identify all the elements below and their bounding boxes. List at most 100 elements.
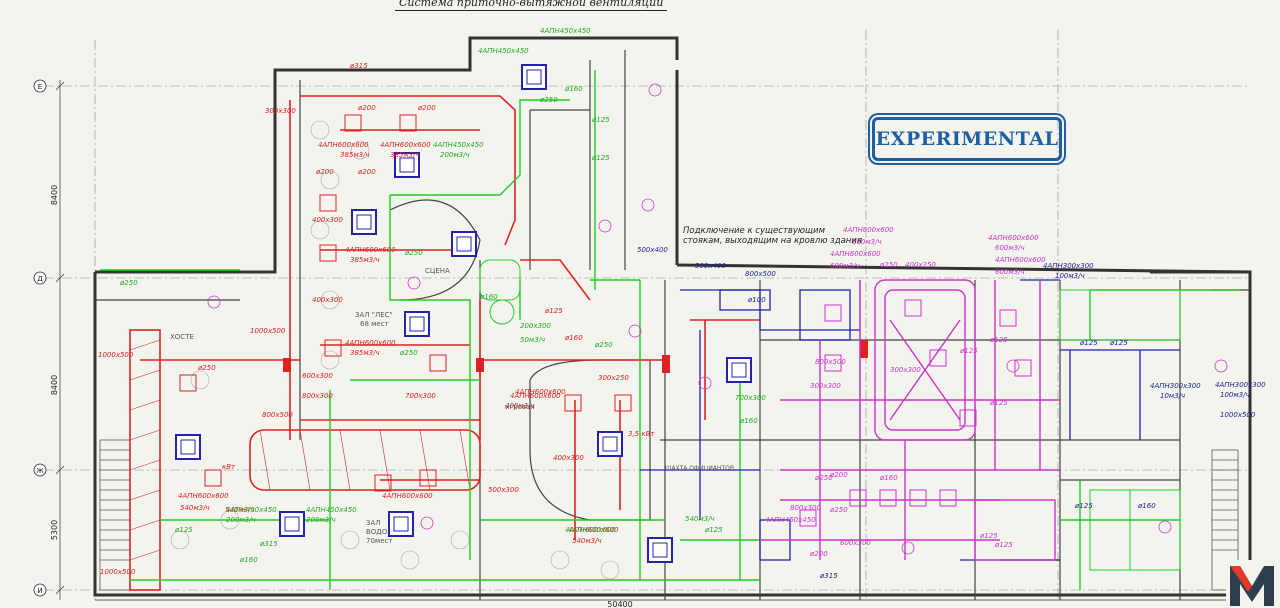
red-annotation-label: 385м3/ч [390,151,420,159]
left-dimension-line [55,80,65,600]
green-annotation-label: 4АПН450x450 [433,141,484,149]
magenta-annotation-label: 4АПН600x600 [843,226,894,234]
blue-annotation-label: ø160 [1137,502,1156,510]
magenta-annotation-label: 4АПН600x600 [995,256,1046,264]
red-annotation-label: 300x300 [265,107,296,115]
room-seats-hall2: 70мест [366,537,392,545]
brand-logo [1226,560,1278,608]
red-annotation-label: 1000x500 [250,327,286,335]
red-annotation-label: 400x300 [312,296,343,304]
room-tags [207,83,1228,555]
red-annotation-label: 3,5 кВт [628,430,655,438]
blue-annotation-label: 500x400 [695,262,726,270]
red-annotation-label: ø250 [197,364,216,372]
magenta-ducts [760,279,1060,561]
green-annotation-label: 4АПН450x450 [226,506,277,514]
red-annotation-label: 1000x500 [100,568,136,576]
magenta-annotation-label: 4АПН600x600 [988,234,1039,242]
red-annotation-label: 4АПН600x600 [515,388,566,396]
green-annotation-label: ø125 [174,526,193,534]
red-annotation-label: 540м3/ч [572,537,602,545]
blue-annotation-label: ø100 [747,296,766,304]
green-annotation-label: 200м3/ч [226,516,256,524]
blue-annotation-label: 10м3/ч [1160,392,1185,400]
furniture [170,120,620,580]
blue-grilles [175,64,752,563]
room-name-hoste: ХОСТЕ [170,333,194,341]
green-annotation-label: ø250 [399,349,418,357]
connection-note-line: стоякам, выходящим на кровлю здания [683,236,862,246]
blue-annotation-label: 4АПН300x300 [1150,382,1201,390]
blue-annotation-label: 100м3/ч [1055,272,1085,280]
red-annotation-label: ø160 [564,334,583,342]
magenta-annotation-label: ø200 [809,550,828,558]
green-annotation-label: 4АПН450x450 [540,27,591,35]
magenta-annotation-label: 800x500 [815,358,846,366]
blue-annotation-label: 4АПН300x300 [1043,262,1094,270]
grid-bubbles [33,79,47,597]
green-exhaust-ducts [100,70,1240,590]
green-annotation-label: ø160 [564,85,583,93]
red-annotation-label: 700x300 [405,392,436,400]
room-name-hall2: ЗАЛ [366,519,381,527]
green-annotation-label: ø315 [259,540,278,548]
magenta-annotation-label: ø125 [959,347,978,355]
drawing-title: Система приточно-вытяжной вентиляции [395,0,668,11]
magenta-annotation-label: 800x300 [790,504,821,512]
green-annotation-label: ø250 [539,96,558,104]
red-annotation-label: 385м3/ч [350,349,380,357]
blue-annotation-label: 1000x500 [1220,411,1256,419]
red-annotation-label: 4АПН600x600 [382,492,433,500]
green-annotation-label: 200x300 [520,322,551,330]
room-seats-hall: 68 мест [360,320,389,328]
magenta-annotation-label: ø250 [829,506,848,514]
red-annotation-label: 400м3/ч [505,402,535,410]
room-name-shaft: ШАХТА ОФИЦИАНТОВ [665,465,734,472]
green-annotation-label: 50м3/ч [520,336,545,344]
red-annotation-label: 1000x500 [98,351,134,359]
green-annotation-label: ø250 [594,341,613,349]
grid-row-label: Д [37,275,43,283]
blue-ducts [640,279,1180,561]
blue-annotation-label: ø125 [1074,502,1093,510]
room-name-hall2-sub: ВОДО [366,528,388,536]
red-annotation-label: 385м3/ч [340,151,370,159]
row-spacing-label: 5300 [50,520,59,540]
grid-lines [44,30,1250,600]
red-annotation-label: ø200 [417,104,436,112]
magenta-annotation-label: 300x300 [890,366,921,374]
green-annotation-label: 4АПН450x450 [306,506,357,514]
experimental-stamp: EXPERIMENTAL [872,117,1062,161]
green-annotation-label: 200м3/ч [440,151,470,159]
red-annotation-label: 4АПН600x600 [178,492,229,500]
magenta-diffusers [799,299,1032,527]
red-annotation-label: ø200 [315,168,334,176]
blue-annotation-label: 100м3/ч [1220,391,1250,399]
grid-row-label: Е [38,83,42,91]
magenta-annotation-label: ø125 [989,336,1008,344]
magenta-annotation-label: 4АПН600x600 [830,250,881,258]
green-boxes [479,259,1181,571]
red-annotation-label: 4АПН600x600 [345,339,396,347]
green-annotation-label: 540м3/ч [685,515,715,523]
blue-annotation-label: 500x400 [637,246,668,254]
red-duct-hatch [129,339,471,561]
blue-annotation-label: ø125 [1109,339,1128,347]
red-annotation-label: 800x500 [262,411,293,419]
green-annotation-label: ø125 [591,154,610,162]
red-annotation-label: 385м3/ч [350,256,380,264]
connection-note: Подключение к существующим стоякам, выхо… [683,226,862,246]
red-annotation-label: 400x300 [553,454,584,462]
red-annotation-label: кВт [222,463,236,471]
red-annotation-label: 400x300 [312,216,343,224]
green-annotation-label: 4АПН600x600 [565,526,616,534]
grid-row-label: И [37,587,42,595]
row-spacing-label: 8400 [50,185,59,205]
room-name-games: игровая [505,403,535,411]
magenta-annotation-label: ø125 [989,399,1008,407]
red-annotation-label: 4АПН600x600 [345,246,396,254]
green-annotation-label: 200м3/ч [306,516,336,524]
magenta-annotation-label: ø250 [814,474,833,482]
magenta-annotation-label: 300x300 [810,382,841,390]
